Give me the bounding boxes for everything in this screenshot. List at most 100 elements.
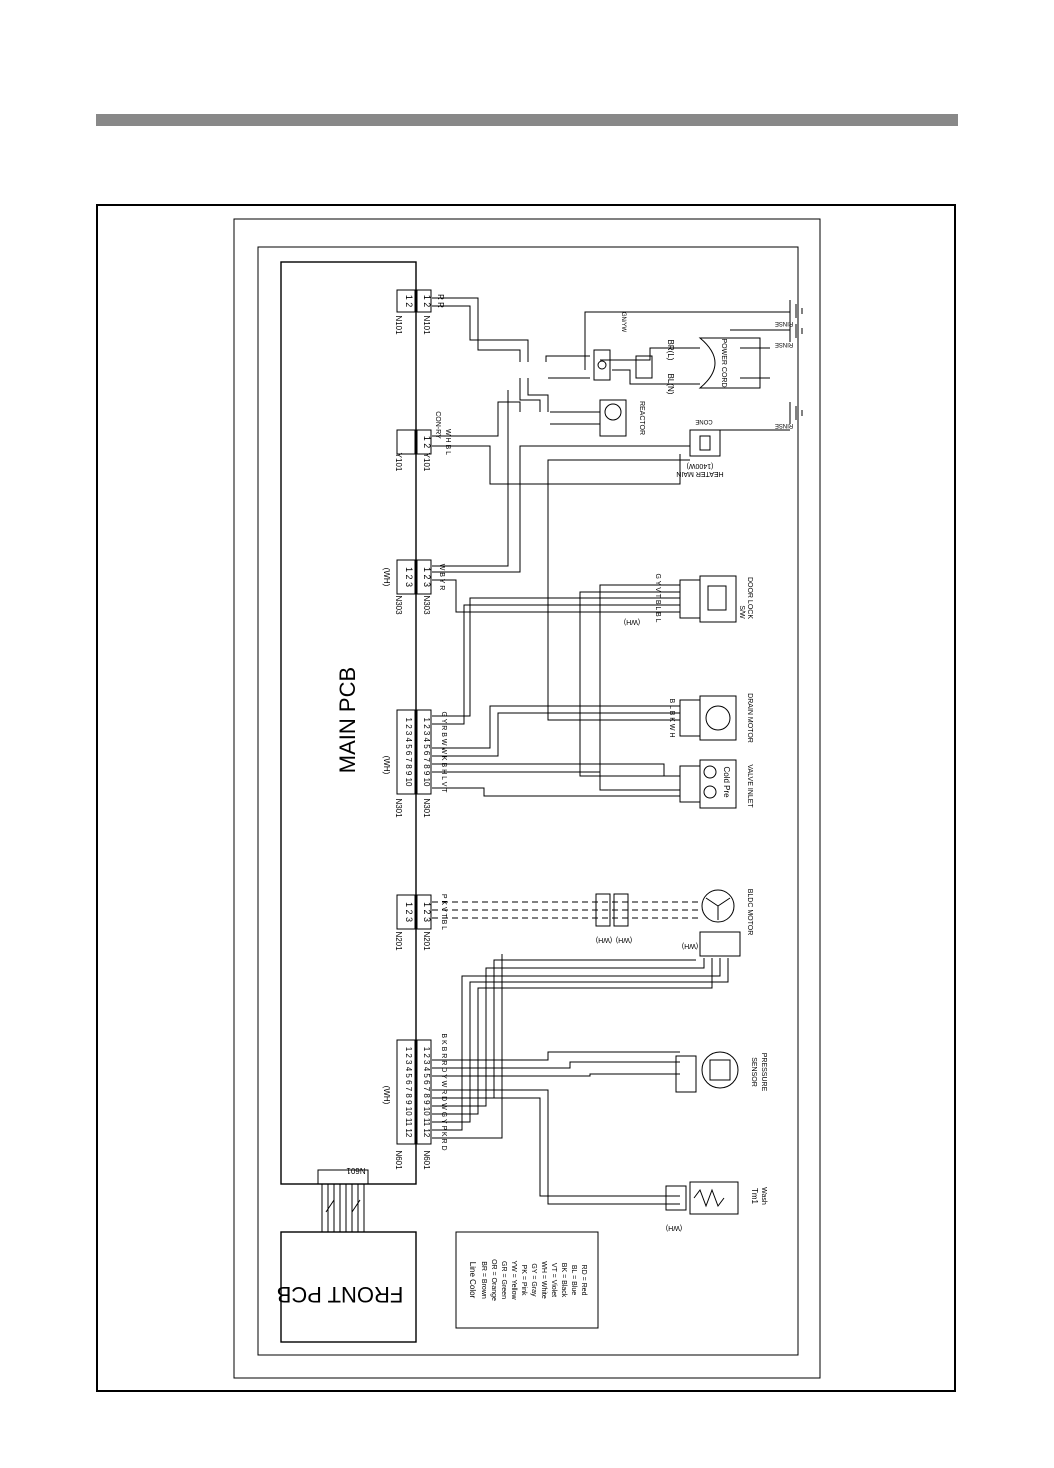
- legend-entry: GY = Gray: [530, 1263, 537, 1297]
- legend-entry: BR = Brown: [480, 1261, 487, 1299]
- n601-id-2: N601: [422, 1150, 431, 1170]
- thermistor-sub: Wash: [760, 1187, 767, 1205]
- bldc-motor: BLDC MOTOR (WH) (WH) (WH): [595, 889, 753, 957]
- n303-id-2: N303: [422, 595, 431, 615]
- n303-pins-2: 1 2 3: [422, 567, 432, 587]
- door-lock-prefix: S/W: [738, 605, 745, 619]
- ground-label-3: RINSE: [775, 422, 793, 428]
- thermistor-connector: (WH): [666, 1224, 682, 1231]
- n101-pins: 1 2: [404, 295, 414, 308]
- bldc-wires: [432, 901, 700, 919]
- bldc-relay-connector-1: (WH): [596, 936, 612, 943]
- ground-label-1: RINSE: [775, 320, 793, 326]
- outer-drawing-border: [233, 218, 821, 1379]
- connector-y101: 1 2 Y101 Y101 CON-RY W H B L: [394, 411, 451, 472]
- n601-id: N601: [394, 1150, 403, 1170]
- connector-n201: 1 2 3 1 2 3 N201 N201 P K V T B L: [394, 894, 447, 951]
- valve-inlet-sub: Cold Pre: [722, 766, 731, 798]
- valve-inlet: Cold Pre VALVE INLET: [679, 759, 753, 809]
- sensor-pressure: SENSOR PRESSURE: [675, 1051, 767, 1093]
- main-pcb-label: MAIN PCB: [335, 667, 360, 773]
- n201-wires: P K V T B L: [440, 894, 447, 930]
- legend-entry: YW = Yellow: [510, 1260, 517, 1300]
- n601-pins: 1 2 3 4 5 6 7 8 9 10 11 12: [404, 1047, 413, 1138]
- legend-entry: WH = White: [540, 1261, 547, 1299]
- heater-ground: CONE: [695, 418, 712, 424]
- door-lock-connector: (WH): [624, 618, 640, 625]
- sensor-label: SENSOR: [750, 1057, 757, 1087]
- ground-symbols: [789, 300, 803, 424]
- n301-pins-2: 1 2 3 4 5 6 7 8 9 10: [422, 718, 431, 787]
- drain-motor: DRAIN MOTOR B L B K W H: [668, 693, 753, 743]
- n201-id-2: N201: [422, 931, 431, 951]
- n601-id-3: N601: [346, 1166, 366, 1175]
- connector-n301: 1 2 3 4 5 6 7 8 9 10 1 2 3 4 5 6 7 8 9 1…: [382, 709, 447, 818]
- door-lock-wires: G Y V T B L B L: [654, 573, 661, 622]
- n201-id: N201: [394, 931, 403, 951]
- power-cord-wire-l: BR(L): [666, 340, 675, 361]
- legend-entry: GR = Green: [500, 1261, 507, 1299]
- legend-entry: VT = Violet: [550, 1263, 557, 1297]
- front-pcb-label: FRONT PCB: [277, 1282, 404, 1307]
- n601-color: (WH): [382, 1086, 391, 1105]
- n301-color: (WH): [382, 756, 391, 775]
- thermistor-label: Tm1: [750, 1188, 759, 1205]
- legend-entry: OR = Orange: [490, 1259, 497, 1301]
- y101-id-2: Y101: [422, 453, 431, 472]
- reactor: REACTOR: [599, 399, 645, 437]
- drain-motor-wires: B L B K W H: [668, 698, 675, 737]
- n201-pins-2: 1 2 3: [422, 902, 432, 922]
- sensor-label-2: PRESSURE: [760, 1053, 767, 1092]
- n303-wires: W B Y R: [438, 564, 445, 591]
- y101-label: CON-RY: [434, 411, 441, 439]
- wire-harness: [432, 297, 790, 1205]
- n301-id: N301: [394, 798, 403, 818]
- door-lock: DOOR LOCK S/W G Y V T B L B L (WH): [624, 573, 753, 625]
- connector-n601: 1 2 3 4 5 6 7 8 9 10 11 12 1 2 3 4 5 6 7…: [346, 1033, 447, 1175]
- reactor-label: REACTOR: [638, 401, 645, 435]
- heater-label: HEATER MAIN: [676, 470, 723, 477]
- n303-id: N303: [394, 595, 403, 615]
- n303-color: (WH): [382, 568, 391, 587]
- bldc-motor-label: BLDC MOTOR: [746, 889, 753, 936]
- diagram-frame: [96, 204, 956, 1392]
- legend-entry: PK = Pink: [520, 1265, 527, 1296]
- power-cord-label: POWER CORD: [720, 339, 727, 388]
- drain-motor-label: DRAIN MOTOR: [746, 693, 753, 743]
- n601-pins-2: 1 2 3 4 5 6 7 8 9 10 11 12: [422, 1047, 431, 1138]
- inner-drawing-border: [257, 246, 799, 1356]
- n201-pins: 1 2 3: [404, 902, 414, 922]
- door-lock-label: DOOR LOCK: [746, 577, 753, 619]
- front-pcb-box: [280, 1231, 417, 1343]
- valve-inlet-label: VALVE INLET: [746, 764, 753, 808]
- y101-pins: 1 2: [422, 436, 432, 449]
- legend-entry: BL = Blue: [570, 1265, 577, 1295]
- legend-entry: BK = Black: [560, 1263, 567, 1298]
- n601-wires: B K B R R D Y W R D W G Y P K R D: [440, 1033, 447, 1150]
- y101-wires: W H B L: [444, 429, 451, 455]
- ground-label-2: RINSE: [775, 341, 793, 347]
- n301-pins: 1 2 3 4 5 6 7 8 9 10: [404, 718, 413, 787]
- header-bar: [96, 114, 958, 126]
- n301-wires: G Y R B W W K B H L V T: [440, 711, 447, 793]
- legend-title: Line Color: [468, 1262, 477, 1299]
- bldc-relay-connector-2: (WH): [616, 936, 632, 943]
- n303-pins: 1 2 3: [404, 567, 414, 587]
- bldc-connector: (WH): [682, 942, 698, 949]
- n101-id-2: N101: [422, 315, 431, 335]
- power-cord: POWER CORD BR(L) BL(N) GN/YW: [593, 312, 770, 395]
- front-pcb-ribbon: [317, 1169, 369, 1232]
- power-cord-ground-wire: GN/YW: [620, 312, 626, 333]
- thermistor-wash: Tm1 Wash (WH): [665, 1181, 767, 1231]
- connector-n303: 1 2 3 1 2 3 N303 N303 (WH) W B Y R: [382, 559, 445, 615]
- y101-id: Y101: [394, 453, 403, 472]
- n101-id: N101: [394, 315, 403, 335]
- connector-n101: 1 2 1 2 N101 N101 R R: [394, 289, 445, 335]
- heater-main: HEATER MAIN (1400W) CONE: [676, 418, 723, 477]
- power-cord-wire-n: BL(N): [666, 374, 675, 395]
- n101-pins-2: 1 2: [422, 295, 432, 308]
- heater-rating: (1400W): [687, 462, 714, 469]
- legend-entry: RD = Red: [580, 1265, 587, 1296]
- n101-wires: R R: [436, 294, 445, 308]
